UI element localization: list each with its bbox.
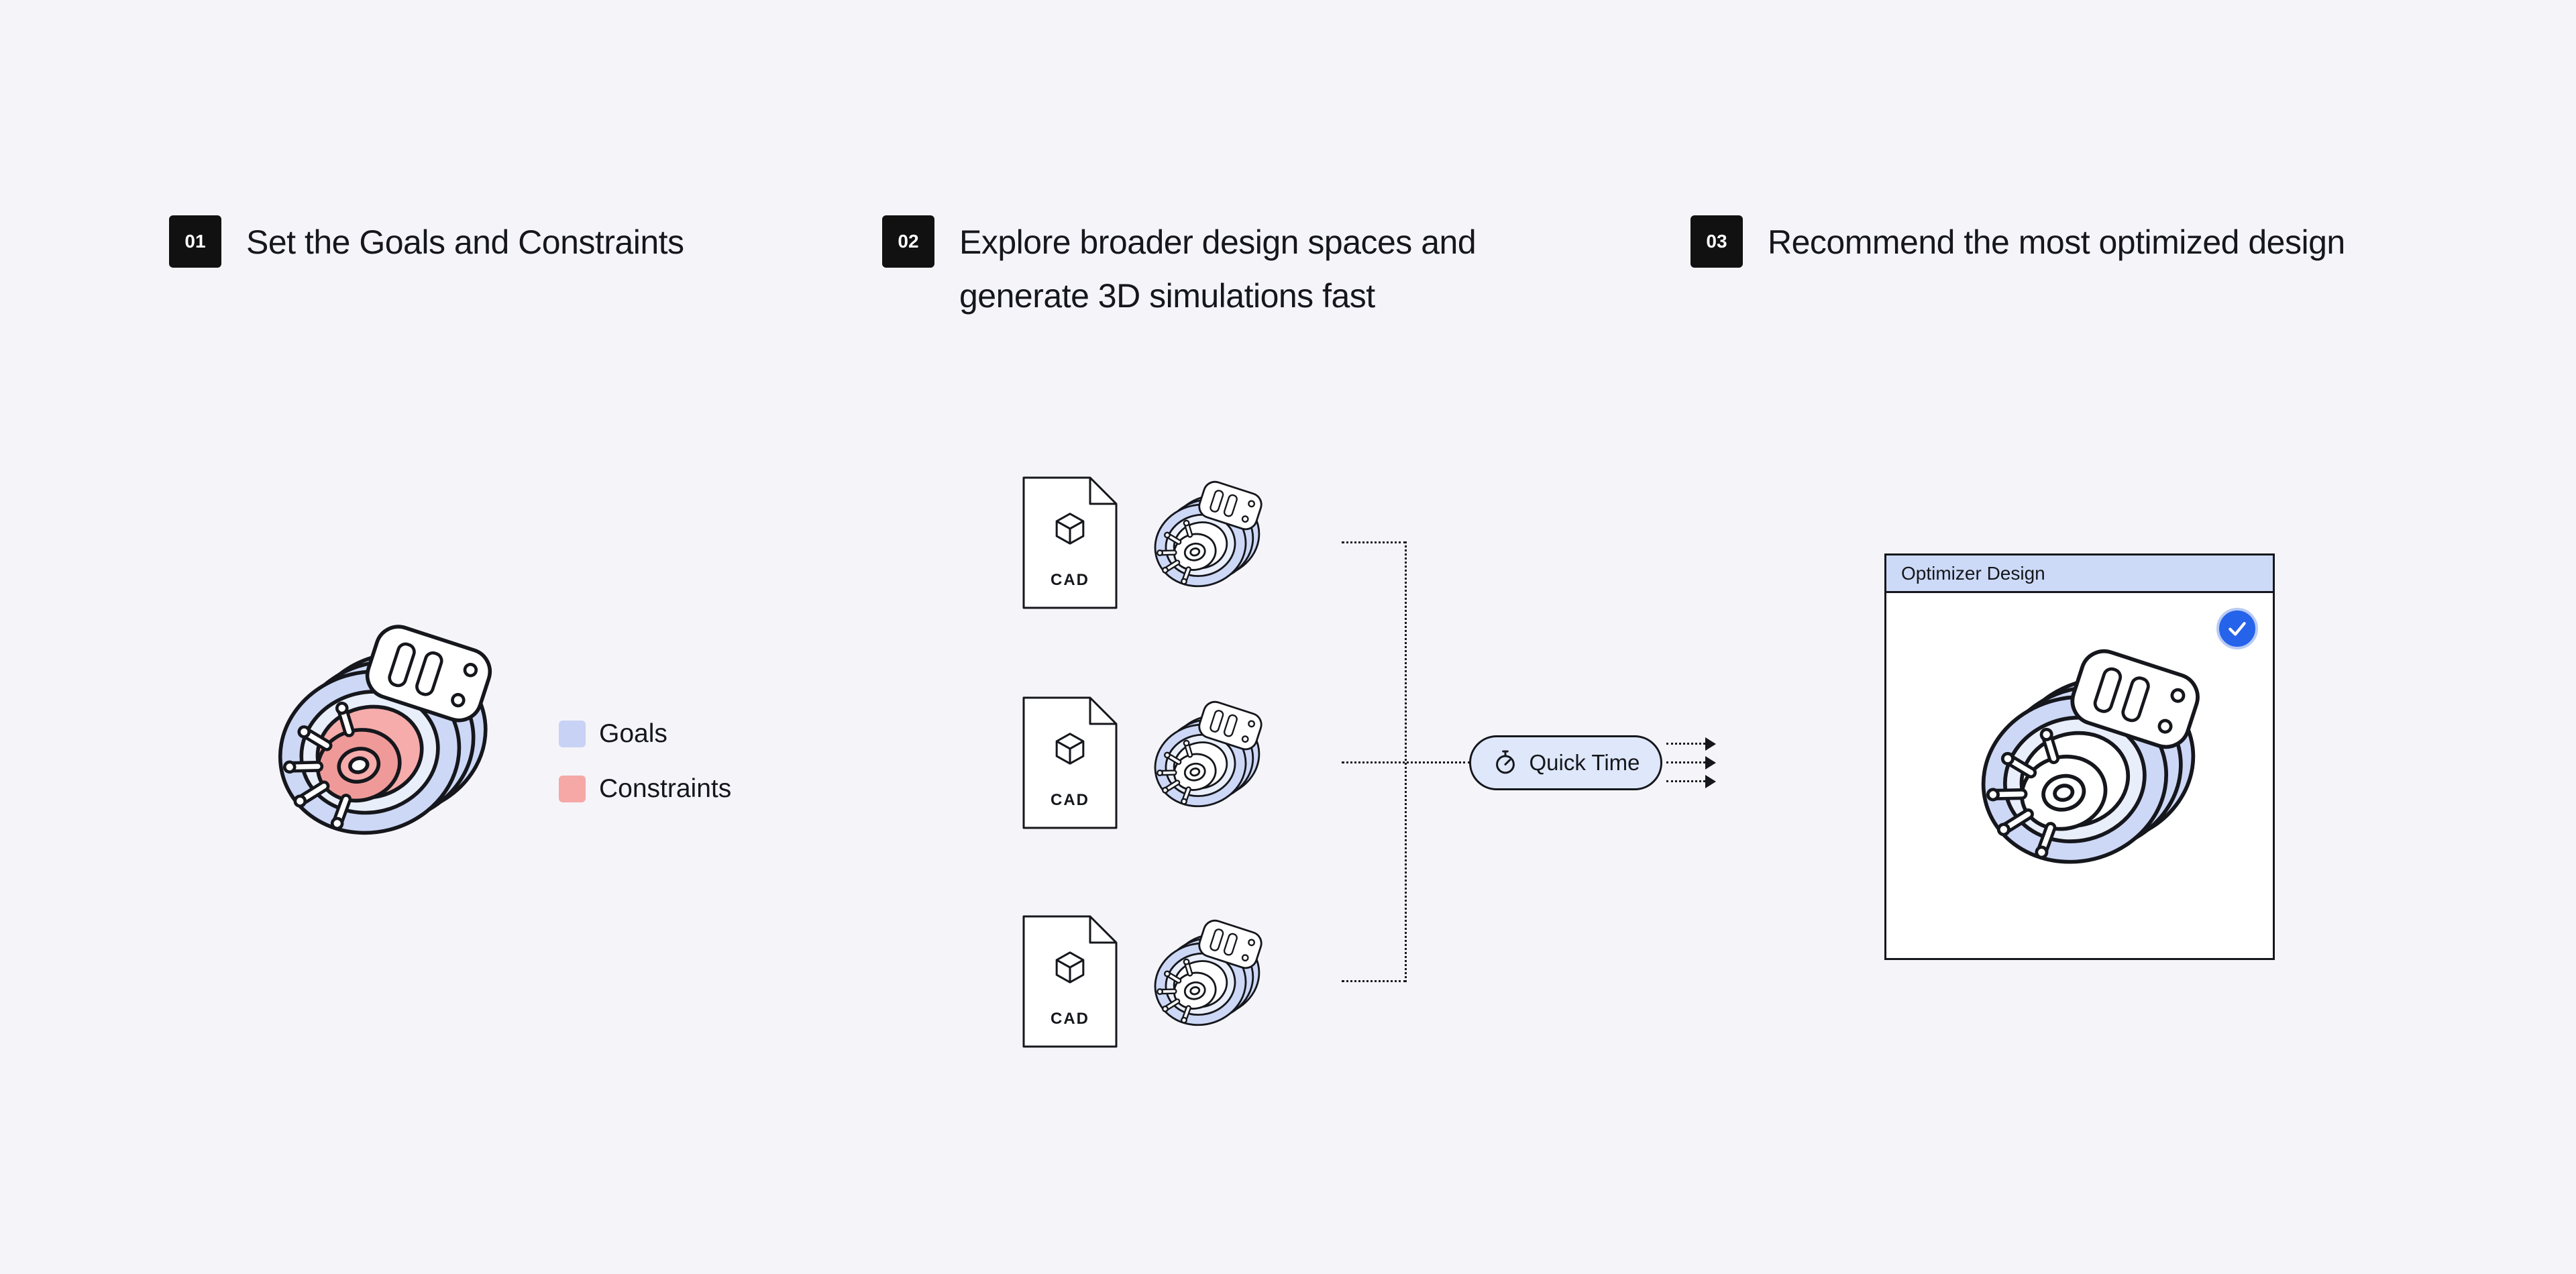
window-titlebar: Optimizer Design bbox=[1886, 555, 2273, 593]
stopwatch-icon bbox=[1496, 750, 1515, 774]
output-arrow-line-3 bbox=[1666, 780, 1705, 782]
output-arrow-line-2 bbox=[1666, 761, 1705, 763]
arrow-head-icon bbox=[1705, 774, 1716, 788]
cad-cube-icon bbox=[1055, 733, 1085, 765]
cad-file-1: CAD bbox=[1022, 476, 1118, 609]
design-variant-3-disc bbox=[1134, 909, 1273, 1055]
brake-disc-goals-illustration bbox=[238, 604, 513, 892]
cad-cube-icon bbox=[1055, 951, 1085, 984]
step-1-title: Set the Goals and Constraints bbox=[246, 223, 684, 261]
connector-top bbox=[1342, 541, 1406, 543]
window-title: Optimizer Design bbox=[1901, 562, 2045, 584]
step-3-header: 03 Recommend the most optimized design bbox=[1690, 215, 2345, 269]
step-2-badge: 02 bbox=[882, 215, 934, 268]
checkmark-icon bbox=[2229, 622, 2246, 636]
legend-row-constraints: Constraints bbox=[559, 774, 731, 804]
legend: Goals Constraints bbox=[559, 719, 731, 804]
window-body bbox=[1886, 593, 2273, 958]
optimized-check-badge bbox=[2216, 608, 2258, 649]
quick-time-label: Quick Time bbox=[1529, 750, 1640, 775]
output-arrow-line-1 bbox=[1666, 743, 1705, 745]
cad-label: CAD bbox=[1051, 1010, 1089, 1028]
step-2-title: Explore broader design spaces and genera… bbox=[959, 223, 1477, 315]
optimizer-design-window: Optimizer Design bbox=[1884, 553, 2275, 960]
cad-file-3: CAD bbox=[1022, 915, 1118, 1048]
goals-swatch bbox=[559, 721, 586, 747]
constraints-label: Constraints bbox=[599, 774, 732, 803]
optimized-design-disc bbox=[1940, 628, 2222, 922]
arrow-head-icon bbox=[1705, 737, 1716, 751]
cad-label: CAD bbox=[1051, 791, 1089, 809]
cad-label: CAD bbox=[1051, 571, 1089, 589]
constraints-swatch bbox=[559, 776, 586, 802]
connector-vertical bbox=[1405, 541, 1407, 982]
arrow-head-icon bbox=[1705, 755, 1716, 769]
step-1-header: 01 Set the Goals and Constraints bbox=[169, 215, 684, 269]
step-3-badge: 03 bbox=[1690, 215, 1743, 268]
legend-row-goals: Goals bbox=[559, 719, 731, 749]
cad-cube-icon bbox=[1055, 513, 1085, 545]
cad-file-2: CAD bbox=[1022, 696, 1118, 829]
goals-label: Goals bbox=[599, 719, 667, 748]
quick-time-pill: Quick Time bbox=[1469, 735, 1662, 790]
connector-bottom bbox=[1342, 980, 1406, 982]
step-2-header: 02 Explore broader design spaces and gen… bbox=[882, 215, 1563, 323]
step-1-badge: 01 bbox=[169, 215, 221, 268]
design-variant-1-disc bbox=[1134, 470, 1273, 616]
step-3-title: Recommend the most optimized design bbox=[1768, 223, 2345, 261]
design-variant-2-disc bbox=[1134, 690, 1273, 836]
